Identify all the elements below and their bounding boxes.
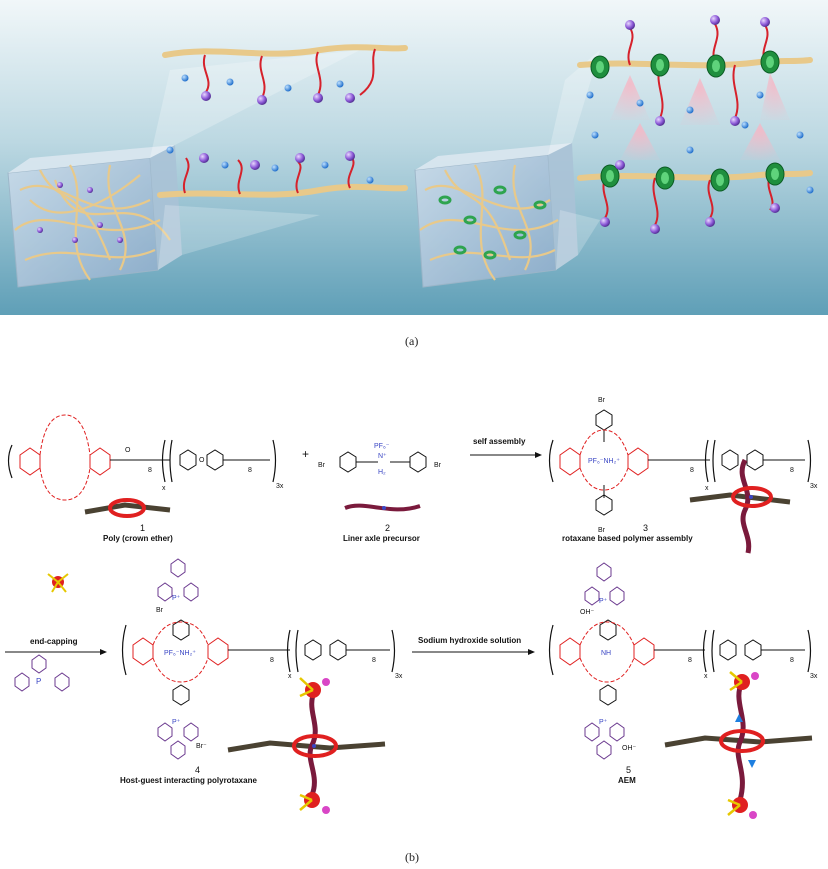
arrow-naoh [412,649,535,655]
svg-text:PF₆⁻NH₂⁺: PF₆⁻NH₂⁺ [164,650,196,657]
compound-name-1: Poly (crown ether) [103,534,173,543]
compound-name-4: Host-guest interacting polyrotaxane [120,776,257,785]
svg-text:3x: 3x [810,483,818,490]
membrane-cube-right [414,143,578,288]
svg-text:O: O [125,447,131,454]
panel-b-scheme: O 8 x O 8 3x + Br N⁺ PF₆⁻ H₂ [5,397,818,819]
caption-a: (a) [405,334,419,348]
svg-text:x: x [288,673,292,680]
svg-text:8: 8 [690,467,694,474]
svg-text:x: x [162,485,166,492]
svg-text:N⁺: N⁺ [378,453,387,460]
compound-1-structure: O 8 x O 8 3x [7,414,284,501]
svg-text:8: 8 [688,657,692,664]
svg-text:H₂: H₂ [378,469,386,476]
compound-2-structure: Br N⁺ PF₆⁻ H₂ Br [318,443,442,476]
compound-3-cartoon [689,458,791,554]
svg-text:3x: 3x [276,483,284,490]
compound-name-5: AEM [618,776,636,785]
compound-4-cartoon [227,677,386,814]
svg-text:P⁺: P⁺ [599,598,608,605]
svg-text:8: 8 [270,657,274,664]
svg-text:P⁺: P⁺ [172,595,181,602]
svg-text:OH⁻: OH⁻ [580,609,595,616]
compound-1-cartoon [84,498,171,518]
compound-3-structure: Br PF₆⁻NH₂⁺ Br 8 x 8 3x [548,397,818,534]
svg-text:+: + [302,447,309,461]
compound-number-5: 5 [626,765,632,775]
membrane-cube-left [7,145,182,288]
compound-number-1: 1 [140,523,146,533]
compound-5-structure: P⁺ OH⁻ NH P⁺ OH⁻ 8 x 8 [548,562,818,760]
svg-text:Br: Br [434,462,442,469]
compound-name-2: Liner axle precursor [343,534,420,543]
svg-text:Br⁻: Br⁻ [196,743,207,750]
svg-text:Br: Br [156,607,164,614]
svg-text:3x: 3x [810,673,818,680]
arrow-label-end-capping: end-capping [30,637,78,646]
compound-2-cartoon [344,503,421,512]
compound-name-3: rotaxane based polymer assembly [562,534,693,543]
compound-5-cartoon [664,671,813,819]
arrow-end-capping: P [5,573,107,692]
compound-number-4: 4 [195,765,201,775]
svg-text:8: 8 [790,657,794,664]
svg-text:8: 8 [248,467,252,474]
svg-text:NH: NH [601,650,611,657]
svg-text:8: 8 [148,467,152,474]
compound-number-3: 3 [643,523,649,533]
compound-4-structure: P⁺ Br PF₆⁻NH₂⁺ P⁺ Br⁻ 8 x 8 [121,558,403,760]
svg-text:Br: Br [598,397,606,404]
polymer-chain-bottom-left [157,146,408,198]
arrow-self-assembly [470,452,542,458]
panel-a-illustration [0,0,828,315]
svg-text:Br: Br [598,527,606,534]
svg-text:P⁺: P⁺ [599,719,608,726]
svg-text:PF₆⁻: PF₆⁻ [374,443,390,450]
svg-text:8: 8 [790,467,794,474]
svg-text:P⁺: P⁺ [172,719,181,726]
arrow-label-naoh: Sodium hydroxide solution [418,636,522,645]
svg-text:8: 8 [372,657,376,664]
svg-text:P: P [36,677,41,686]
caption-b: (b) [405,850,419,864]
compound-number-2: 2 [385,523,391,533]
svg-text:x: x [704,673,708,680]
svg-text:O: O [199,457,205,464]
svg-text:x: x [705,485,709,492]
svg-text:3x: 3x [395,673,403,680]
arrow-label-self-assembly: self assembly [473,437,526,446]
svg-text:Br: Br [318,462,326,469]
svg-text:OH⁻: OH⁻ [622,745,637,752]
polymer-chain-top-left [162,44,408,105]
polyrotaxane-network [577,15,814,234]
svg-text:PF₆⁻NH₂⁺: PF₆⁻NH₂⁺ [588,458,620,465]
